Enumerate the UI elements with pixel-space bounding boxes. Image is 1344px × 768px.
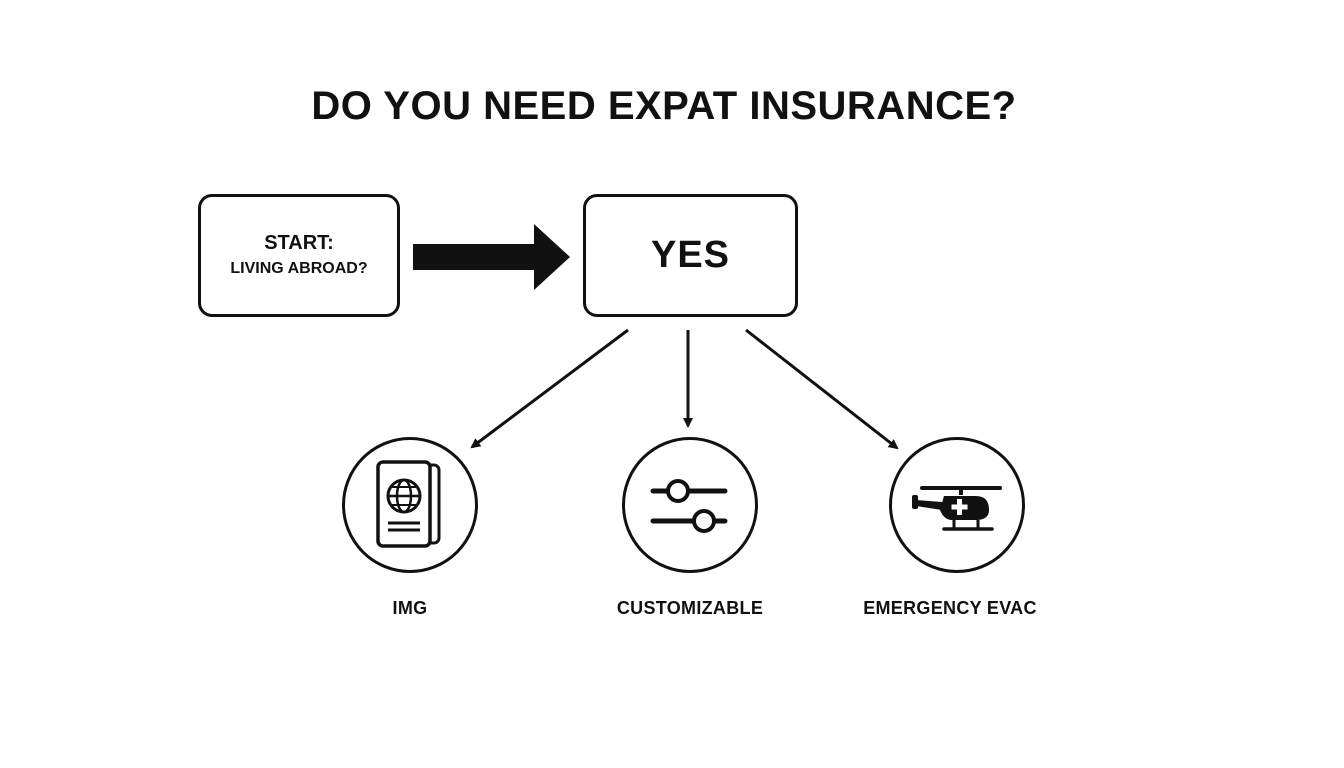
start-to-yes-arrow <box>413 224 570 290</box>
yes-node: YES <box>583 194 798 317</box>
img-option-label: IMG <box>392 598 428 618</box>
customizable-option-label: CUSTOMIZABLE <box>616 598 764 618</box>
start-node-title: START: <box>264 231 334 254</box>
arrow-to-img <box>470 328 629 449</box>
emergency-evac-option-circle <box>889 437 1025 573</box>
arrow-to-emergency-evac <box>745 328 899 450</box>
start-node: START: LIVING ABROAD? <box>198 194 400 317</box>
start-node-question: LIVING ABROAD? <box>230 259 368 277</box>
diagram-title: DO YOU NEED EXPAT INSURANCE? <box>311 84 1017 128</box>
emergency-evac-option-label: EMERGENCY EVAC <box>863 598 1037 618</box>
customizable-option-circle <box>622 437 758 573</box>
passport-icon <box>376 460 441 548</box>
helicopter-icon <box>912 486 1002 531</box>
img-option-circle <box>342 437 478 573</box>
yes-node-label: YES <box>650 234 731 276</box>
sliders-icon <box>650 479 728 533</box>
